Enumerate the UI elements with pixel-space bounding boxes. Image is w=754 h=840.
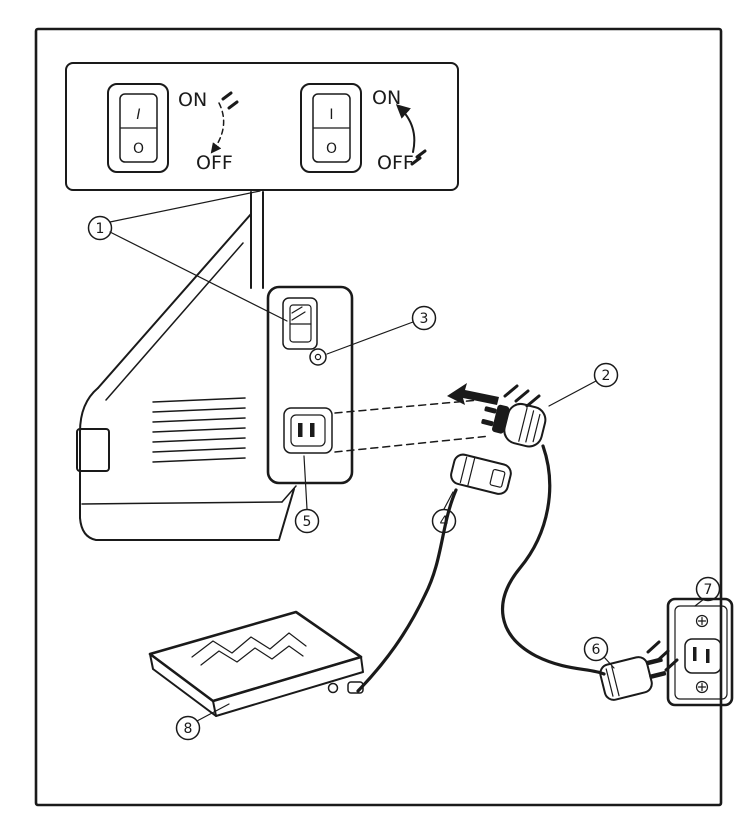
machine-plug	[481, 402, 547, 448]
pedal-front	[212, 656, 364, 717]
switch-position-legend: I O ON OFF I O ON OFF	[65, 62, 459, 191]
motion-tick	[410, 156, 422, 166]
off-label: OFF	[196, 152, 233, 174]
callout-circle	[294, 508, 320, 534]
rocker-off-symbol: O	[326, 141, 337, 157]
pedal-cord-stub	[347, 681, 364, 694]
callout-circle	[87, 215, 113, 241]
rocker-switch-button	[312, 93, 351, 163]
insertion-arrow-icon	[447, 383, 541, 408]
callout-number: 8	[184, 721, 193, 737]
callout-leader	[443, 491, 454, 510]
plug-body	[599, 656, 653, 701]
rocker-switch-button	[119, 93, 158, 163]
rocker-on-symbol: I	[136, 107, 140, 123]
callout-leader	[326, 321, 414, 355]
switch-figure-left: I O ON OFF	[107, 83, 239, 174]
page-border	[34, 27, 723, 807]
outlet-screw	[695, 680, 709, 694]
socket-pin	[298, 423, 303, 437]
side-panel	[266, 285, 354, 485]
outlet-socket	[684, 638, 722, 674]
callout-circle	[593, 362, 619, 388]
rocker-switch-body	[300, 83, 362, 173]
socket-bezel	[283, 407, 333, 454]
callout-leader	[603, 656, 615, 669]
legend-box	[65, 62, 459, 191]
wall-outlet	[666, 597, 734, 707]
outlet-plate-inner	[674, 605, 728, 700]
callout-5: 5	[294, 455, 320, 534]
rocker-on-symbol: I	[329, 107, 333, 123]
callout-1: 1	[87, 190, 288, 322]
callout-circle	[175, 715, 201, 741]
callout-number: 7	[704, 582, 713, 598]
pedal-tread-pattern	[191, 632, 307, 658]
switch-figure-right: I O ON OFF	[300, 83, 427, 174]
callout-number: 1	[96, 221, 105, 237]
off-label: OFF	[377, 152, 414, 174]
rectangular-opening	[76, 428, 110, 472]
callout-circle	[431, 508, 457, 534]
callout-number: 3	[420, 311, 429, 327]
pedal-side	[149, 653, 217, 717]
callout-leader	[196, 703, 230, 722]
callout-number: 6	[592, 642, 601, 658]
outlet-plate	[666, 597, 734, 707]
outlet-slot	[706, 649, 710, 663]
callout-leader	[109, 190, 261, 223]
pedal-tread-pattern	[200, 645, 304, 666]
socket-pin	[310, 423, 315, 437]
plug-pin	[484, 406, 497, 414]
pedal-foot	[327, 682, 339, 694]
connector-body	[450, 453, 512, 495]
power-cord	[500, 444, 606, 676]
callout-2: 2	[548, 362, 619, 407]
machine-socket	[283, 407, 333, 454]
rocker-off-symbol: O	[133, 141, 144, 157]
on-label: ON	[372, 87, 401, 109]
foot-control	[148, 610, 364, 717]
callout-6: 6	[583, 636, 615, 669]
callout-number: 4	[440, 514, 449, 530]
connector-latch	[489, 468, 506, 488]
sewing-machine-body	[76, 191, 354, 541]
outlet-screw	[695, 614, 709, 628]
press-on-arrow	[395, 104, 416, 153]
callout-leader	[109, 231, 288, 322]
callout-3: 3	[326, 305, 437, 355]
insertion-guide-lines	[334, 398, 491, 453]
vent-slats	[152, 397, 246, 463]
rocker-switch-body	[107, 83, 169, 173]
on-label: ON	[178, 89, 207, 111]
socket-recess	[290, 414, 326, 447]
callout-7: 7	[694, 576, 721, 607]
callout-leader	[694, 598, 705, 607]
plug-grip	[503, 402, 547, 448]
callout-number: 5	[303, 514, 312, 530]
callout-circle	[695, 576, 721, 602]
callout-circle	[411, 305, 437, 331]
callout-circle	[583, 636, 609, 662]
motion-tick	[221, 91, 233, 101]
small-round-hole	[309, 348, 327, 366]
press-off-arrow	[210, 102, 225, 154]
callout-leader	[548, 380, 597, 407]
callout-4: 4	[431, 491, 457, 534]
outlet-insertion-motion-lines	[646, 640, 679, 672]
callout-number: 2	[602, 368, 611, 384]
motion-tick	[415, 149, 427, 159]
foot-control-cord	[356, 488, 458, 693]
machine-power-switch	[282, 297, 318, 350]
machine-outline	[79, 191, 297, 541]
rocker-switch-icon	[282, 297, 318, 350]
callout-leader	[303, 455, 308, 510]
outlet-slot	[693, 647, 697, 661]
plug-prong	[649, 671, 667, 679]
callout-8: 8	[175, 703, 230, 741]
plug-pin	[481, 419, 494, 427]
motion-tick	[227, 100, 239, 110]
cord-connector	[450, 453, 512, 495]
